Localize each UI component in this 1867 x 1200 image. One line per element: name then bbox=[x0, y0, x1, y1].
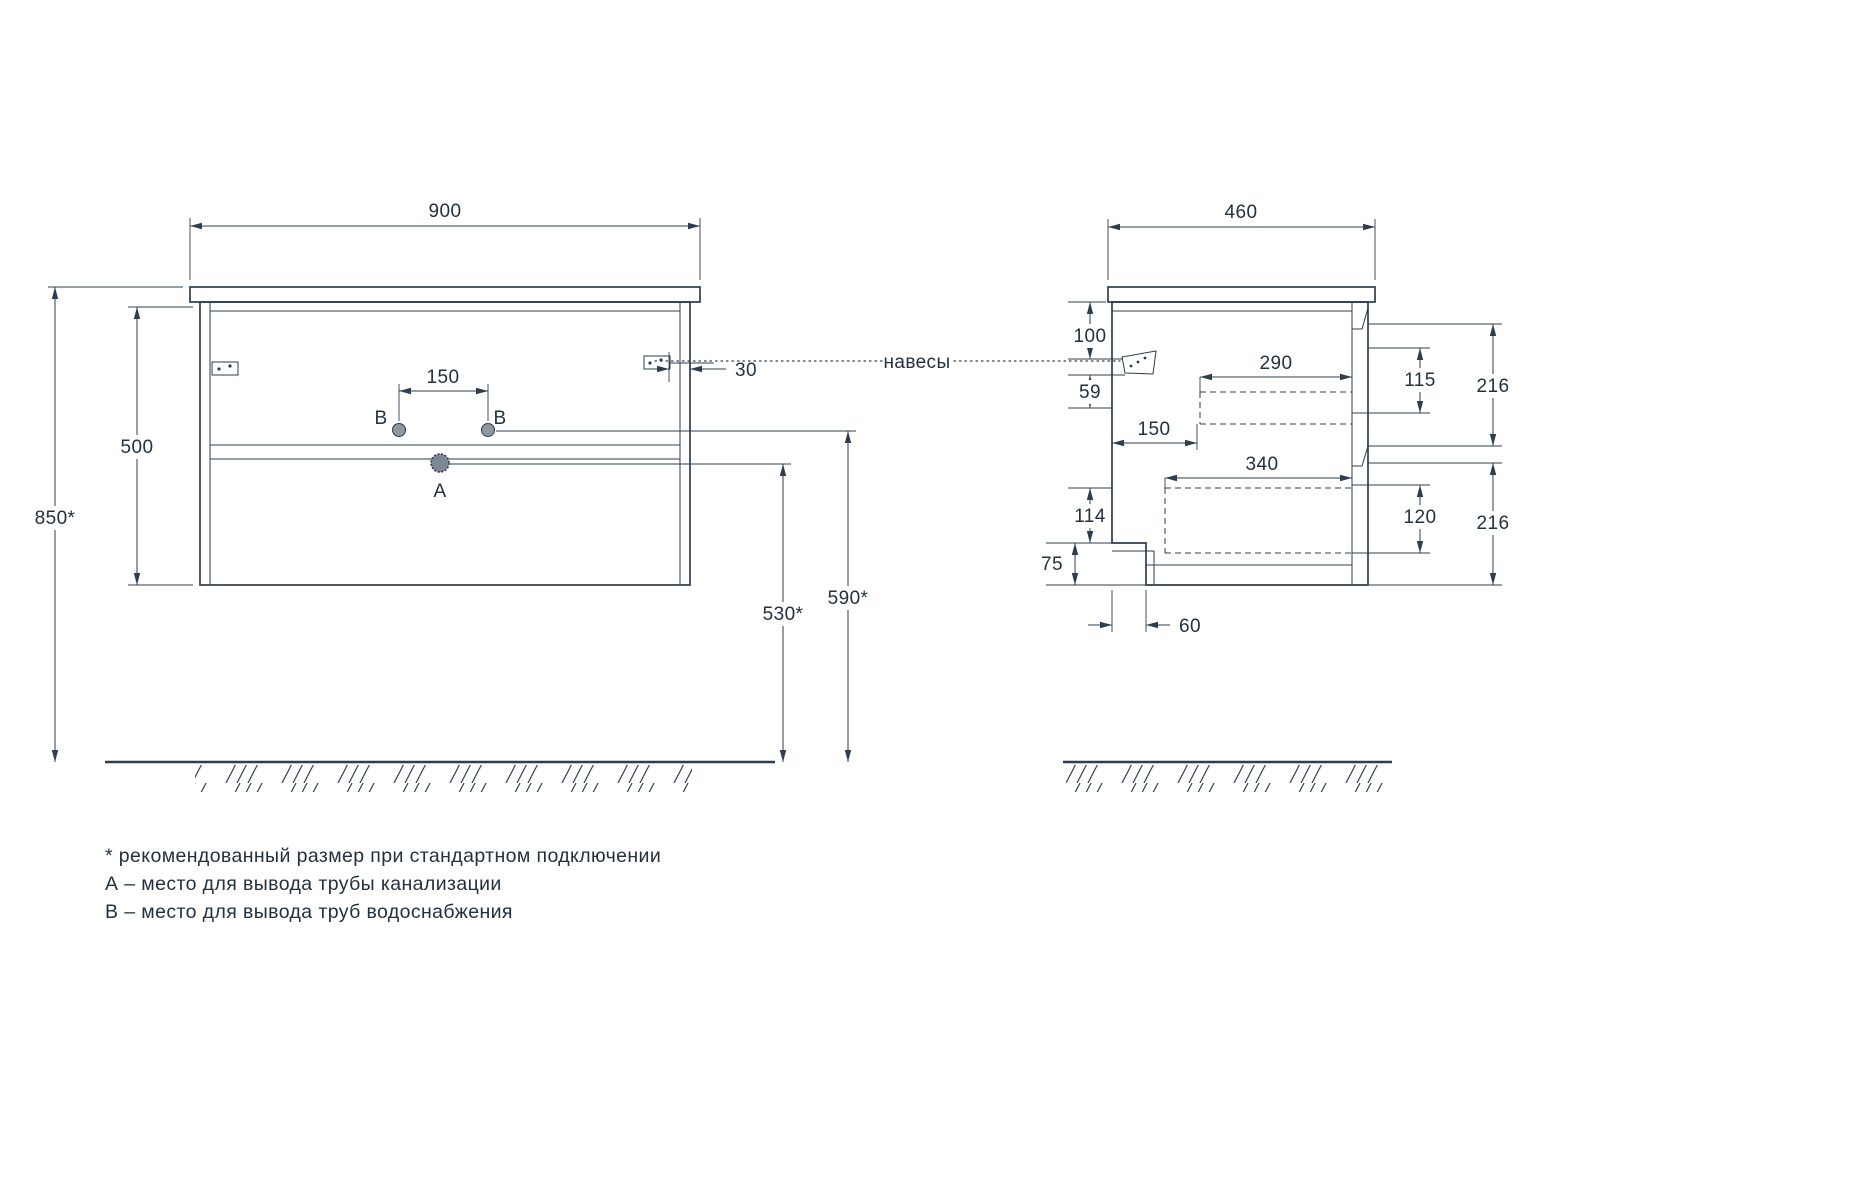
dim-toe-kick: 60 bbox=[1088, 590, 1201, 637]
handle-profile-middle bbox=[1352, 445, 1369, 467]
svg-text:900: 900 bbox=[429, 201, 462, 222]
dim-hanger-inset: 30 bbox=[649, 352, 757, 382]
point-b-left-label: B bbox=[374, 408, 387, 429]
svg-text:75: 75 bbox=[1041, 554, 1063, 575]
svg-text:150: 150 bbox=[1138, 419, 1171, 440]
hangers-label: навесы bbox=[883, 352, 950, 373]
dim-front-total-height: 850* bbox=[30, 286, 183, 762]
drain-outlet bbox=[430, 453, 450, 473]
dim-hanger-to-drawer: 59 bbox=[1068, 374, 1125, 409]
dim-drawer1-front-height: 216 bbox=[1368, 323, 1512, 447]
dim-b-from-floor: 590* bbox=[496, 430, 874, 762]
cabinet-body-front bbox=[199, 301, 691, 586]
dim-drawer1-depth: 290 bbox=[1199, 353, 1352, 392]
hanger-bracket-left bbox=[211, 361, 239, 376]
dim-a-from-floor: 530* bbox=[450, 463, 809, 762]
side-view: 460 100 59 150 290 bbox=[1041, 202, 1512, 637]
legend: * рекомендованный размер при стандартном… bbox=[105, 845, 661, 923]
point-a-label: A bbox=[433, 481, 446, 502]
dim-front-width: 900 bbox=[189, 201, 701, 280]
svg-text:150: 150 bbox=[427, 367, 460, 388]
svg-text:216: 216 bbox=[1477, 376, 1510, 397]
svg-text:114: 114 bbox=[1074, 506, 1106, 527]
svg-text:590*: 590* bbox=[828, 588, 869, 609]
legend-note-a: А – место для вывода трубы канализации bbox=[105, 873, 502, 895]
svg-text:115: 115 bbox=[1404, 370, 1436, 391]
svg-text:850*: 850* bbox=[35, 508, 76, 529]
lower-drawer-box bbox=[1164, 487, 1352, 554]
dim-top-to-hanger: 100 bbox=[1068, 301, 1122, 360]
dim-plinth-height: 75 bbox=[1041, 542, 1146, 586]
dim-depth: 460 bbox=[1107, 202, 1376, 280]
legend-note-star: * рекомендованный размер при стандартном… bbox=[105, 845, 661, 867]
svg-text:30: 30 bbox=[735, 360, 757, 381]
dim-front-inset: 150 bbox=[1112, 419, 1198, 450]
handle-profile-top bbox=[1352, 307, 1369, 330]
dim-drawer1-box-height: 115 bbox=[1352, 347, 1439, 414]
dim-drawer2-depth: 340 bbox=[1164, 454, 1352, 488]
upper-drawer-box bbox=[1199, 391, 1352, 425]
dim-bottom-gap: 114 bbox=[1068, 487, 1112, 543]
svg-text:100: 100 bbox=[1074, 326, 1107, 347]
floor-right bbox=[1063, 760, 1392, 792]
dim-front-height: 500 bbox=[118, 306, 193, 586]
countertop-side bbox=[1107, 286, 1376, 303]
svg-text:500: 500 bbox=[121, 437, 154, 458]
svg-text:460: 460 bbox=[1225, 202, 1258, 223]
dim-b-spacing: 150 bbox=[398, 367, 489, 421]
dim-drawer2-box-height: 120 bbox=[1352, 484, 1439, 554]
point-b-right-label: B bbox=[493, 408, 506, 429]
svg-text:216: 216 bbox=[1477, 513, 1510, 534]
water-outlet-right bbox=[481, 423, 495, 437]
svg-text:290: 290 bbox=[1260, 353, 1293, 374]
dim-drawer2-front-height: 216 bbox=[1368, 462, 1512, 586]
hangers-callout: навесы bbox=[654, 352, 1121, 373]
svg-text:530*: 530* bbox=[763, 604, 804, 625]
svg-text:60: 60 bbox=[1179, 616, 1201, 637]
svg-text:340: 340 bbox=[1246, 454, 1279, 475]
front-view: B B A 900 850* 500 bbox=[30, 201, 874, 762]
countertop-front bbox=[189, 286, 701, 303]
svg-text:120: 120 bbox=[1404, 507, 1437, 528]
floor-left bbox=[105, 760, 775, 792]
hanger-bracket-right bbox=[643, 355, 671, 370]
svg-text:59: 59 bbox=[1079, 382, 1101, 403]
legend-note-b: В – место для вывода труб водоснабжения bbox=[105, 901, 513, 923]
hanger-bracket-side bbox=[1121, 350, 1157, 375]
water-outlet-left bbox=[392, 423, 406, 437]
